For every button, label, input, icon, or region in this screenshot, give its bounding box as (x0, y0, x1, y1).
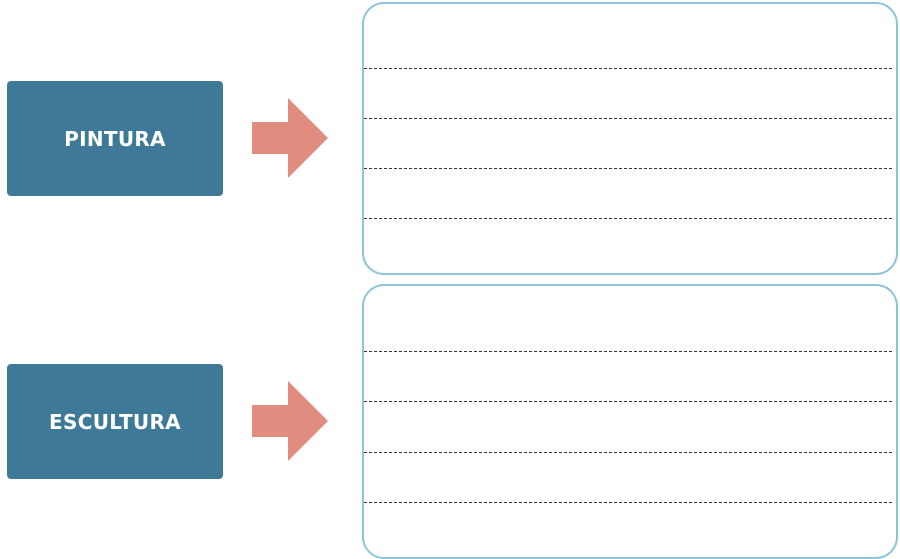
writing-line (364, 218, 892, 219)
label-text-pintura: PINTURA (64, 126, 166, 151)
worksheet-row-escultura: ESCULTURA (0, 282, 900, 559)
writing-line (364, 118, 892, 119)
worksheet-row-pintura: PINTURA (0, 0, 900, 278)
label-box-pintura: PINTURA (7, 81, 223, 196)
writing-line (364, 68, 892, 69)
writing-line (364, 351, 892, 352)
writing-line (364, 401, 892, 402)
answer-box-pintura[interactable] (362, 2, 898, 275)
label-box-escultura: ESCULTURA (7, 364, 223, 479)
answer-box-escultura[interactable] (362, 284, 898, 559)
label-text-escultura: ESCULTURA (49, 409, 181, 434)
arrow-right-icon (252, 381, 328, 461)
writing-line (364, 168, 892, 169)
writing-line (364, 502, 892, 503)
arrow-right-icon (252, 98, 328, 178)
writing-line (364, 452, 892, 453)
